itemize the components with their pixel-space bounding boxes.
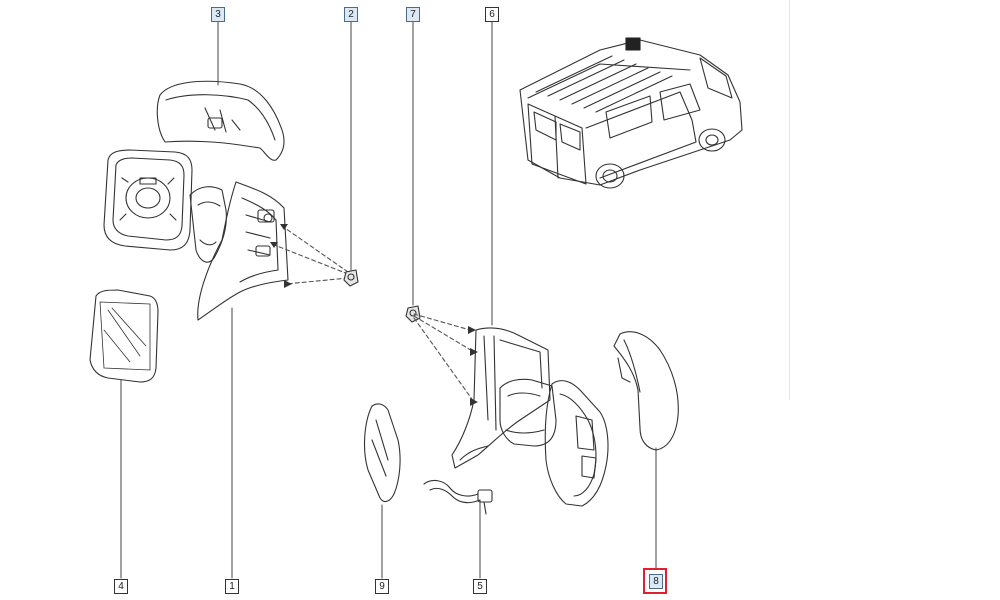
- ref-number-9[interactable]: 9: [375, 579, 389, 594]
- mirror-glass-part-9: [364, 403, 401, 503]
- leader-lines: [120, 21, 657, 579]
- ref-number-5[interactable]: 5: [473, 579, 487, 594]
- right-mirror-housing: [499, 378, 609, 507]
- ref-number-3[interactable]: 3: [211, 7, 225, 22]
- ref-number-8-highlight-frame: [643, 568, 667, 594]
- mirror-glass-part-4: [89, 289, 159, 383]
- screw-part-2: [343, 269, 359, 287]
- screw-part-7: [405, 305, 421, 323]
- wire-harness-part-5: [423, 479, 493, 515]
- ref-number-7[interactable]: 7: [406, 7, 420, 22]
- screw-guide-lines-right: [413, 313, 475, 403]
- mirror-bracket-part-6: [451, 327, 551, 469]
- arrow-heads-right: [468, 326, 478, 406]
- ref-number-8[interactable]: 8: [649, 574, 663, 589]
- arrow-heads-left: [270, 224, 292, 288]
- ref-number-4[interactable]: 4: [114, 579, 128, 594]
- mirror-cover-part-3: [156, 80, 285, 161]
- screw-guide-lines-left: [271, 225, 349, 285]
- van-illustration: [519, 37, 743, 189]
- separator-line: [789, 0, 790, 400]
- mirror-cover-part-8: [613, 331, 679, 451]
- mirror-housing-part-1: [103, 149, 289, 321]
- ref-number-2[interactable]: 2: [344, 7, 358, 22]
- ref-number-1[interactable]: 1: [225, 579, 239, 594]
- ref-number-6[interactable]: 6: [485, 7, 499, 22]
